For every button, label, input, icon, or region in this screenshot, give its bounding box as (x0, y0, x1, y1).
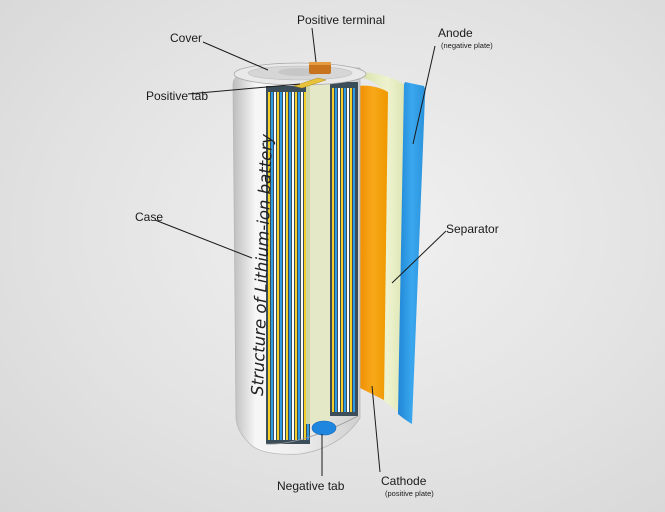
left-electrode-stripe (271, 92, 273, 440)
label-separator: Separator (446, 222, 499, 236)
left-electrode-stripe (274, 92, 276, 440)
electrode-stripes-right (332, 88, 355, 412)
left-electrode-stripe (289, 92, 291, 440)
left-electrode-stripe (304, 92, 306, 440)
leader-lines (154, 27, 447, 476)
left-electrode-stripe (283, 92, 285, 440)
leader-cover (202, 41, 269, 71)
label-case: Case (135, 210, 164, 224)
leader-cathode (371, 385, 381, 473)
positive-tab (293, 77, 327, 89)
right-electrode-stripe (344, 88, 346, 412)
right-electrode-stripe (335, 88, 337, 412)
negative-tab (311, 420, 337, 436)
left-electrode-stripe (292, 92, 294, 440)
label-cover: Cover (170, 31, 203, 45)
leader-separator (391, 230, 447, 284)
cathode-sheet (358, 85, 388, 400)
left-electrode-stripe (301, 92, 303, 440)
anode-sheet (398, 82, 426, 424)
leader-positive-terminal (311, 27, 317, 63)
label-anode: Anode (438, 26, 473, 40)
label-cathode: Cathode (381, 474, 427, 488)
leader-positive-tab (187, 83, 301, 95)
center-core (310, 84, 330, 424)
left-electrode-stripe (286, 92, 288, 440)
right-electrode-stripe (350, 88, 352, 412)
right-electrode-stripe (347, 88, 349, 412)
label-negative-tab: Negative tab (277, 479, 345, 493)
right-electrode-stripe (332, 88, 334, 412)
label-positive-tab: Positive tab (146, 89, 209, 103)
right-electrode-stripe (341, 88, 343, 412)
leader-case (154, 219, 253, 259)
leader-anode (412, 45, 436, 145)
label-positive-terminal: Positive terminal (297, 13, 386, 27)
label-anode-sub: (negative plate) (441, 41, 493, 50)
label-cathode-sub: (positive plate) (385, 489, 434, 498)
right-electrode-stripe (338, 88, 340, 412)
left-electrode-stripe (280, 92, 282, 440)
left-electrode-stripe (295, 92, 297, 440)
left-electrode-stripe (277, 92, 279, 440)
left-electrode-stripe (298, 92, 300, 440)
right-electrode-stripe (353, 88, 355, 412)
left-electrode-stripe (268, 92, 270, 440)
